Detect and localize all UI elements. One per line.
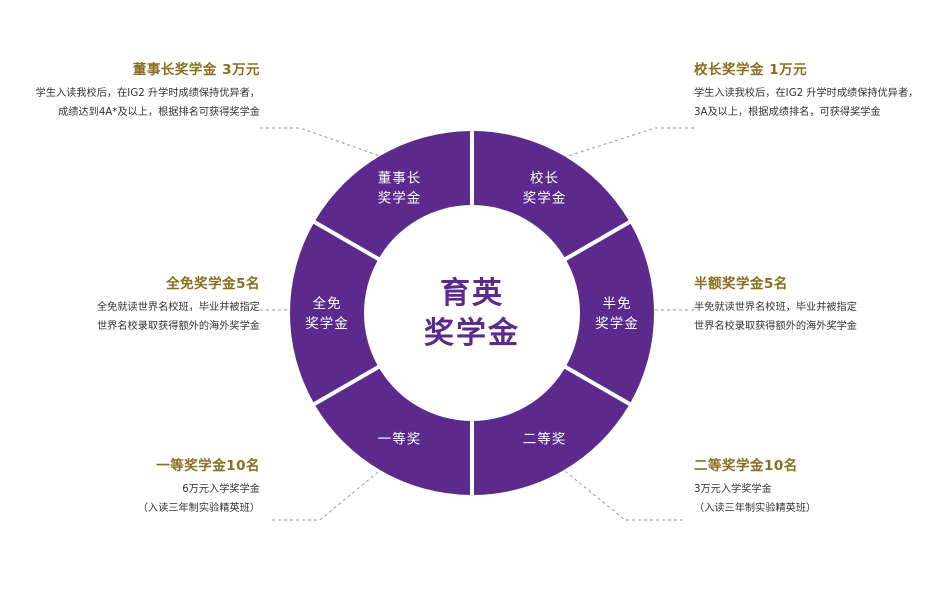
segment-label-second: 二等奖	[523, 431, 567, 448]
callout-principal: 校长奖学金 1万元 学生入读我校后，在IG2 升学时成绩保持优异者， 3A及以上…	[694, 62, 945, 122]
callout-title: 一等奖学金10名	[156, 458, 260, 474]
segment-label-chairman: 董事长	[378, 170, 422, 186]
callout-text: 成绩达到4A*及以上，根据排名可获得奖学金	[58, 107, 260, 118]
callout-title: 全免奖学金5名	[166, 276, 260, 292]
callout-text: 6万元入学奖学金	[182, 484, 260, 495]
leader-line	[260, 127, 384, 158]
segment-label-principal: 校长	[530, 169, 559, 186]
ring-segment-chairman	[315, 131, 471, 258]
leader-line	[559, 466, 683, 521]
callout-chairman: 董事长奖学金 3万元 学生入读我校后，在IG2 升学时成绩保持优异者， 成绩达到…	[0, 62, 260, 122]
callout-text: 全免就读世界名校班，毕业并被指定	[97, 302, 260, 313]
callout-text: 学生入读我校后，在IG2 升学时成绩保持优异者，	[694, 88, 919, 99]
callout-text: （入读三年制实验精英班）	[137, 503, 260, 514]
callout-title: 校长奖学金 1万元	[694, 62, 808, 78]
callout-second: 二等奖学金10名 3万元入学奖学金 （入读三年制实验精英班）	[694, 458, 945, 518]
ring-segment-principal	[473, 131, 629, 258]
callout-title: 二等奖学金10名	[694, 458, 798, 474]
segment-label-half: 半免	[603, 296, 632, 312]
callout-title: 半额奖学金5名	[694, 276, 788, 292]
leader-line	[272, 466, 385, 521]
ring-segment-full	[290, 223, 378, 403]
segment-label-full: 奖学金	[305, 315, 349, 332]
callout-title: 董事长奖学金 3万元	[132, 62, 260, 78]
segment-label-first: 一等奖	[378, 431, 422, 448]
callout-text: （入读三年制实验精英班）	[694, 503, 817, 514]
ring-segment-half	[566, 223, 654, 403]
segment-label-chairman: 奖学金	[378, 189, 422, 206]
callout-text: 3A及以上，根据成绩排名，可获得奖学金	[694, 107, 881, 118]
ring-segment-second	[473, 368, 629, 495]
callout-full: 全免奖学金5名 全免就读世界名校班，毕业并被指定 世界名校录取获得额外的海外奖学…	[0, 276, 260, 336]
callout-first: 一等奖学金10名 6万元入学奖学金 （入读三年制实验精英班）	[0, 458, 260, 518]
callout-text: 3万元入学奖学金	[694, 484, 772, 495]
center-title-line2: 奖学金	[424, 316, 520, 351]
callout-text: 半免就读世界名校班，毕业并被指定	[694, 302, 857, 313]
segment-label-full: 全免	[313, 295, 342, 312]
callout-text: 世界名校录取获得额外的海外奖学金	[694, 321, 857, 332]
segment-label-principal: 奖学金	[523, 189, 567, 206]
segment-label-half: 奖学金	[595, 315, 639, 332]
center-title-line1: 育英	[440, 276, 504, 311]
callout-text: 世界名校录取获得额外的海外奖学金	[97, 321, 260, 332]
callout-text: 学生入读我校后，在IG2 升学时成绩保持优异者，	[35, 88, 260, 99]
callout-half: 半额奖学金5名 半免就读世界名校班，毕业并被指定 世界名校录取获得额外的海外奖学…	[694, 276, 945, 336]
leader-line	[564, 127, 694, 158]
ring-segment-first	[315, 368, 471, 495]
